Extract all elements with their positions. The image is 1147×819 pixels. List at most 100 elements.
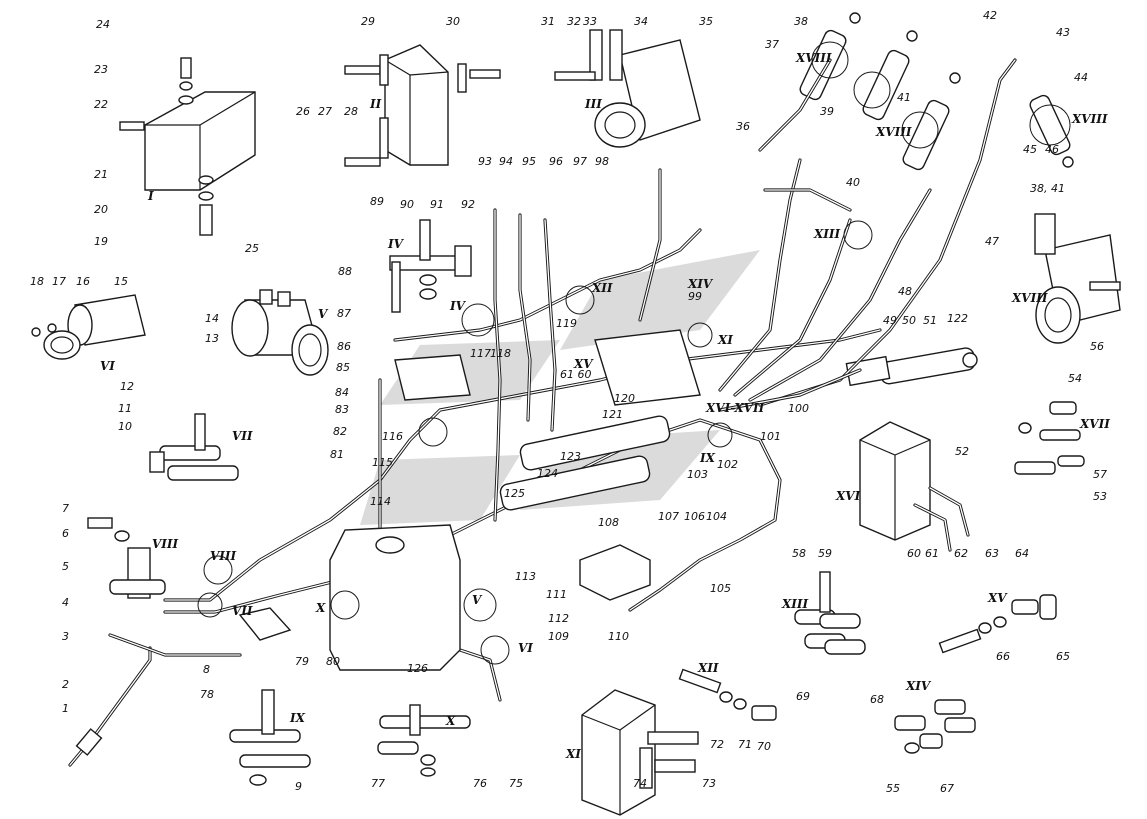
view-label-V: V [318,307,329,321]
callout-88: 88 [338,265,352,278]
callout-82: 82 [333,425,347,438]
callout-86: 86 [337,340,351,353]
callout-49: 49 [883,314,897,327]
callout-11: 11 [118,402,132,415]
callout-40: 40 [846,176,860,189]
callout-124: 124 [537,467,558,480]
callout-91: 91 [430,198,444,211]
callout-38: 38 [794,15,808,28]
callout-126: 126 [407,662,428,675]
callout-66: 66 [996,650,1010,663]
view-label-IX-2: IX [699,451,716,465]
callout-41: 41 [897,91,911,104]
callout-104: 104 [706,510,727,523]
view-IV-valve [389,219,472,313]
callout-76: 76 [473,777,487,790]
callout-6: 6 [62,527,69,540]
callout-68: 68 [870,693,884,706]
callout-123: 123 [560,450,581,463]
view-XVIII-clamp [1034,213,1121,344]
callout-20: 20 [94,203,108,216]
callout-94: 94 [499,155,513,168]
callout-75: 75 [509,777,523,790]
callout-45: 45 [1023,143,1037,156]
callout-122: 122 [947,312,968,325]
callout-109: 109 [548,630,569,643]
view-label-XVIII: XVIII [795,51,832,65]
callout-81: 81 [330,448,344,461]
callout-35: 35 [699,15,713,28]
callout-90: 90 [400,198,414,211]
view-III-clamp [554,29,701,148]
callout-34: 34 [634,15,648,28]
callout-79: 79 [295,655,309,668]
callout-114: 114 [370,495,391,508]
view-label-XVI-XVII: XVI-XVII [705,401,765,415]
callout-21: 21 [94,168,108,181]
callout-42: 42 [983,9,997,22]
callout-28: 28 [344,105,358,118]
callout-111: 111 [546,588,567,601]
callout-74: 74 [633,777,647,790]
callout-120: 120 [614,392,635,405]
callout-30: 30 [446,15,460,28]
detail-circles [197,41,1071,665]
callout-99: 99 [688,290,702,303]
view-label-XVI: XVI [835,489,861,503]
view-label-IX: IX [289,711,306,725]
callout-60: 60 [907,547,921,560]
callout-119: 119 [556,317,577,330]
callout-100: 100 [788,402,809,415]
callout-108: 108 [598,516,619,529]
callout-67: 67 [940,782,954,795]
view-label-XV: XV [987,591,1008,605]
view-label-XV-2: XV [573,357,594,371]
callout-65: 65 [1056,650,1070,663]
callout-117: 117 [470,347,491,360]
callout-2: 2 [62,678,69,691]
callout-57: 57 [1093,468,1107,481]
view-VII-tee [149,413,239,481]
callout-51: 51 [923,314,937,327]
view-label-X: X [445,714,456,728]
callout-9: 9 [295,780,302,793]
callout-106: 106 [684,510,705,523]
view-label-VI-2: VI [518,641,533,655]
callout-37: 37 [765,38,779,51]
view-I-block [119,57,256,236]
view-XI-block [581,689,699,816]
callout-89: 89 [370,195,384,208]
callout-58: 58 [792,547,806,560]
callout-93: 93 [478,155,492,168]
view-VI-sleeve [31,294,146,360]
view-X-tee [377,704,471,777]
callout-32: 32 [567,15,581,28]
callout-85: 85 [336,361,350,374]
callout-80: 80 [326,655,340,668]
callout-102: 102 [717,458,738,471]
view-label-XIII: XIII [781,597,809,611]
lever-assembly [68,633,242,767]
view-XVII-fittings [1014,401,1085,475]
view-label-XI: XI [565,747,581,761]
view-label-XVIII-3: XVIII [1071,112,1108,126]
callout-29: 29 [361,15,375,28]
callout-92: 92 [461,198,475,211]
view-IX-tee [229,689,311,786]
view-label-XVII: XVII [1079,417,1110,431]
callout-38-41: 38, 41 [1030,182,1065,195]
callout-103: 103 [687,468,708,481]
view-label-XIII-2: XIII [813,227,841,241]
view-label-XII: XII [697,661,719,675]
hydraulic-cylinders [799,12,1074,171]
callout-26: 26 [296,105,310,118]
callout-7: 7 [62,502,69,515]
callout-44: 44 [1074,71,1088,84]
callout-105: 105 [710,582,731,595]
callout-46: 46 [1045,143,1059,156]
callout-22: 22 [94,98,108,111]
view-label-XIV-2: XIV [687,277,714,291]
callout-17: 17 [52,275,66,288]
view-label-X-2: X [315,601,326,615]
callout-87: 87 [337,307,351,320]
